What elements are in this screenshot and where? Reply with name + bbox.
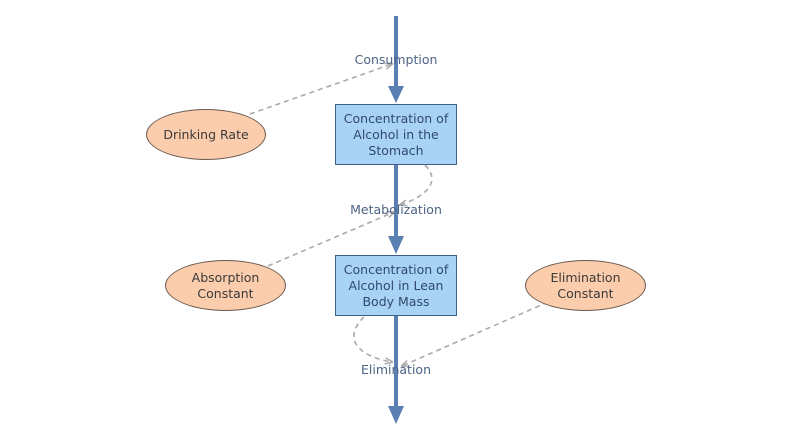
variable-elimination-constant[interactable]: Elimination Constant <box>525 260 646 311</box>
stock-lean-body-mass[interactable]: Concentration of Alcohol in Lean Body Ma… <box>335 255 457 316</box>
flow-label-elimination: Elimination <box>360 362 432 377</box>
variable-elimination-constant-label: Elimination Constant <box>550 269 621 301</box>
flow-label-metabolization: Metabolization <box>350 202 442 217</box>
link-lean-body-mass-to-elimination <box>353 316 392 362</box>
flow-consumption-arrowhead <box>388 86 404 103</box>
flow-metabolization-arrowhead <box>388 236 404 254</box>
flow-elimination-arrowhead <box>388 406 404 424</box>
link-stomach-to-metabolization <box>400 164 433 205</box>
flow-label-consumption: Consumption <box>354 52 438 67</box>
stock-lean-body-mass-label: Concentration of Alcohol in Lean Body Ma… <box>343 261 449 309</box>
variable-absorption-constant-label: Absorption Constant <box>191 269 260 301</box>
link-drinking-rate-to-consumption <box>249 64 392 115</box>
link-absorption-constant-to-metabolization <box>267 212 394 267</box>
variable-drinking-rate[interactable]: Drinking Rate <box>146 109 266 160</box>
variable-absorption-constant[interactable]: Absorption Constant <box>165 260 286 311</box>
stock-stomach[interactable]: Concentration of Alcohol in the Stomach <box>335 104 457 165</box>
stock-stomach-label: Concentration of Alcohol in the Stomach <box>343 110 449 158</box>
variable-drinking-rate-label: Drinking Rate <box>163 126 249 142</box>
